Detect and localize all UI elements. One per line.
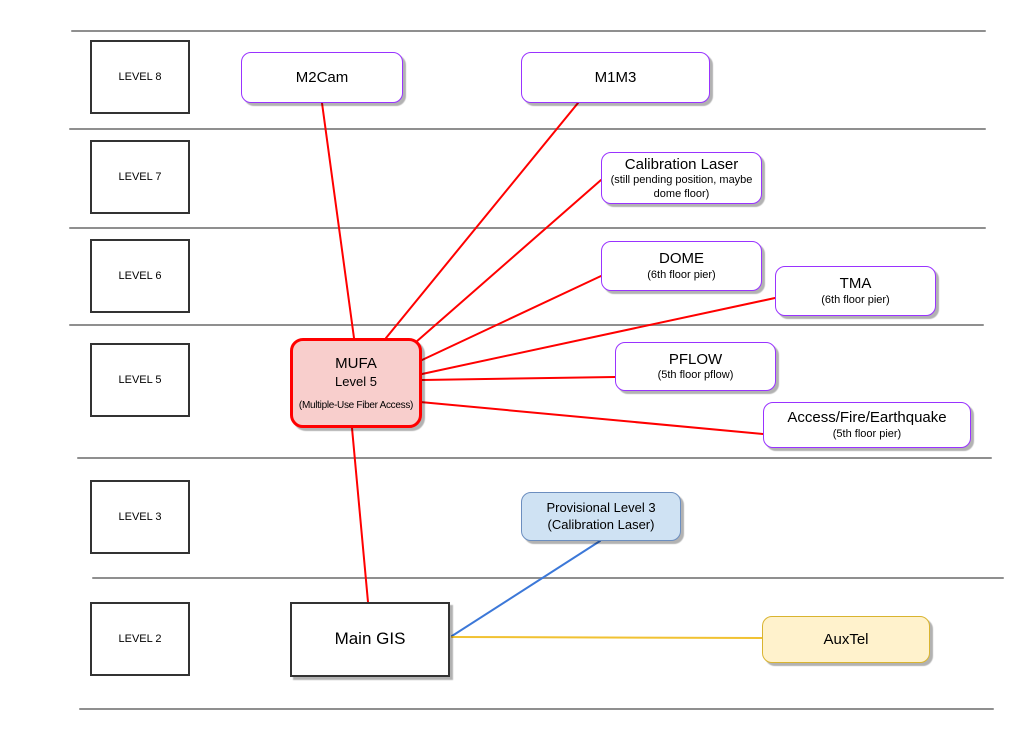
level-label-5: LEVEL 5 xyxy=(90,343,190,417)
node-text: (still pending position, maybe dome floo… xyxy=(610,174,753,200)
level-label-text: LEVEL 2 xyxy=(118,633,162,645)
level-label-6: LEVEL 6 xyxy=(90,239,190,313)
node-text: (6th floor pier) xyxy=(647,268,716,281)
node-text: (Multiple-Use Fiber Access) xyxy=(298,399,414,411)
edge-mufa-m1m3 xyxy=(385,102,579,339)
node-text: Level 5 xyxy=(335,373,377,389)
edge-main-gis-provisional-level-3 xyxy=(451,540,601,637)
node-main-gis[interactable]: Main GIS xyxy=(290,602,450,677)
node-text: DOME xyxy=(659,250,704,268)
node-m2cam[interactable]: M2Cam xyxy=(241,52,403,103)
node-text: (6th floor pier) xyxy=(821,293,890,306)
node-text: AuxTel xyxy=(823,630,869,648)
node-text: Access/Fire/Earthquake xyxy=(787,409,947,427)
node-dome[interactable]: DOME(6th floor pier) xyxy=(601,241,762,291)
node-text: TMA xyxy=(839,275,872,293)
node-text: M1M3 xyxy=(594,68,637,86)
level-label-text: LEVEL 6 xyxy=(118,270,162,282)
edge-mufa-access-fire-earthquake xyxy=(419,401,764,435)
level-label-3: LEVEL 3 xyxy=(90,480,190,554)
node-provisional-level-3[interactable]: Provisional Level 3(Calibration Laser) xyxy=(521,492,681,541)
node-text: M2Cam xyxy=(295,68,349,86)
node-text: (5th floor pflow) xyxy=(657,369,734,382)
node-text: Calibration Laser xyxy=(624,155,739,173)
node-pflow[interactable]: PFLOW(5th floor pflow) xyxy=(615,342,776,391)
node-text: PFLOW xyxy=(668,350,723,368)
level-label-7: LEVEL 7 xyxy=(90,140,190,214)
edge-mufa-main-gis xyxy=(351,427,369,603)
node-m1m3[interactable]: M1M3 xyxy=(521,52,710,103)
level-label-text: LEVEL 8 xyxy=(118,71,162,83)
node-text: Provisional Level 3 xyxy=(546,499,656,515)
edge-mufa-tma xyxy=(421,297,776,375)
level-label-text: LEVEL 5 xyxy=(118,374,162,386)
node-calibration-laser[interactable]: Calibration Laser(still pending position… xyxy=(601,152,762,204)
edge-mufa-m2cam xyxy=(321,102,355,339)
edge-mufa-dome xyxy=(421,275,602,361)
node-text: (5th floor pier) xyxy=(832,427,902,440)
node-auxtel[interactable]: AuxTel xyxy=(762,616,930,663)
node-text: (Calibration Laser) xyxy=(547,516,655,532)
node-tma[interactable]: TMA(6th floor pier) xyxy=(775,266,936,316)
node-access-fire-earthquake[interactable]: Access/Fire/Earthquake(5th floor pier) xyxy=(763,402,971,448)
edge-main-gis-auxtel xyxy=(451,636,763,639)
node-text: MUFA xyxy=(335,355,377,373)
level-label-text: LEVEL 7 xyxy=(118,171,162,183)
level-label-8: LEVEL 8 xyxy=(90,40,190,114)
edge-mufa-calibration-laser xyxy=(415,179,602,343)
edge-mufa-pflow xyxy=(421,376,616,381)
level-label-2: LEVEL 2 xyxy=(90,602,190,676)
level-label-text: LEVEL 3 xyxy=(118,511,162,523)
node-text: Main GIS xyxy=(334,629,406,649)
